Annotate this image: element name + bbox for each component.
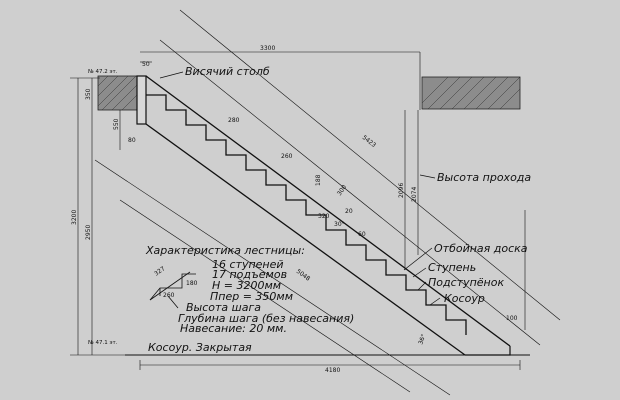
upper-floor-slab <box>97 75 139 111</box>
step-label: Ступень <box>428 261 476 274</box>
char-step-depth: Глубина шага (без навесания) <box>178 312 354 325</box>
dim-post-width: 50 <box>142 61 150 68</box>
level-top: № 47.2 эт. <box>88 69 118 75</box>
stringer-closed-label: Косоур. Закрытая <box>148 341 252 354</box>
stringer-bottom-line <box>145 123 466 356</box>
passage-height-label: Высота прохода <box>437 171 531 184</box>
dim-top-width: 3300 <box>260 45 275 52</box>
char-height: H = 3200мм <box>212 279 281 292</box>
char-step-height: Высота шага <box>186 301 261 314</box>
stringer-label: Косоур <box>444 292 485 305</box>
right-floor-slab <box>421 76 521 110</box>
characteristics-title: Характеристика лестницы: <box>145 244 305 257</box>
stringer-top-line <box>145 75 511 347</box>
hanging-post <box>136 75 147 125</box>
dim-100: 100 <box>506 315 518 322</box>
dim-260: 260 <box>281 153 293 160</box>
char-run: Ппер = 350мм <box>210 290 293 303</box>
dim-80: 80 <box>128 137 136 144</box>
riser-label: Подступёнок <box>428 276 504 289</box>
dim-280: 280 <box>228 117 240 124</box>
dim-total-length: 4180 <box>325 367 340 374</box>
dim-passage-a: 2096 <box>398 183 405 198</box>
dim-188: 188 <box>315 174 322 186</box>
char-overhang: Навесание: 20 мм. <box>180 322 287 335</box>
legend-sketch <box>149 271 196 309</box>
level-bottom: № 47.1 эт. <box>88 340 118 346</box>
steps-group <box>146 94 467 335</box>
bump-board-label: Отбойная доска <box>434 242 528 255</box>
step-profile <box>146 94 467 335</box>
dim-60: 60 <box>358 231 366 238</box>
dim-height-total: 3200 <box>71 210 78 225</box>
legend-dim-e: 180 <box>186 280 198 287</box>
dim-550: 550 <box>113 118 120 130</box>
dim-height-inner: 2950 <box>85 225 92 240</box>
char-risers: 17 подъемов <box>212 268 287 281</box>
stringer-end <box>465 346 511 356</box>
hanging-post-label: Висячий столб <box>185 65 270 78</box>
dim-36: 36° <box>417 333 427 345</box>
dim-30: 30° <box>334 221 345 228</box>
dim-passage-b: 2074 <box>411 187 418 202</box>
char-steps: 16 ступеней <box>212 258 284 271</box>
dim-20: 20 <box>345 208 353 215</box>
legend-dim-h: 260 <box>163 292 175 299</box>
dim-320: 320 <box>318 213 330 220</box>
dim-height-top: 350 <box>85 88 92 100</box>
